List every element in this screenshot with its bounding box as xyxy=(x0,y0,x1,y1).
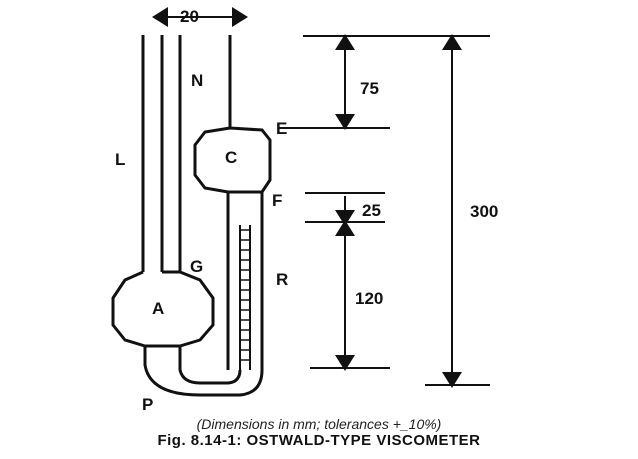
dimensions-note: (Dimensions in mm; tolerances +_10%) xyxy=(196,416,442,432)
label-n: N xyxy=(191,71,203,90)
figure-title: Fig. 8.14-1: OSTWALD-TYPE VISCOMETER xyxy=(157,432,481,449)
dim-75: 75 xyxy=(360,79,379,98)
capillary-hatching xyxy=(240,229,250,361)
label-r: R xyxy=(276,270,288,289)
dim-300: 300 xyxy=(470,202,498,221)
dim-120: 120 xyxy=(355,289,383,308)
label-g: G xyxy=(190,257,203,276)
label-c: C xyxy=(225,148,237,167)
label-l: L xyxy=(115,150,125,169)
dim-25: 25 xyxy=(362,201,381,220)
u-bend xyxy=(143,346,264,397)
dim-20: 20 xyxy=(180,7,199,26)
label-f: F xyxy=(272,191,282,210)
label-a: A xyxy=(152,299,164,318)
label-e: E xyxy=(276,119,287,138)
label-p: P xyxy=(142,395,153,414)
